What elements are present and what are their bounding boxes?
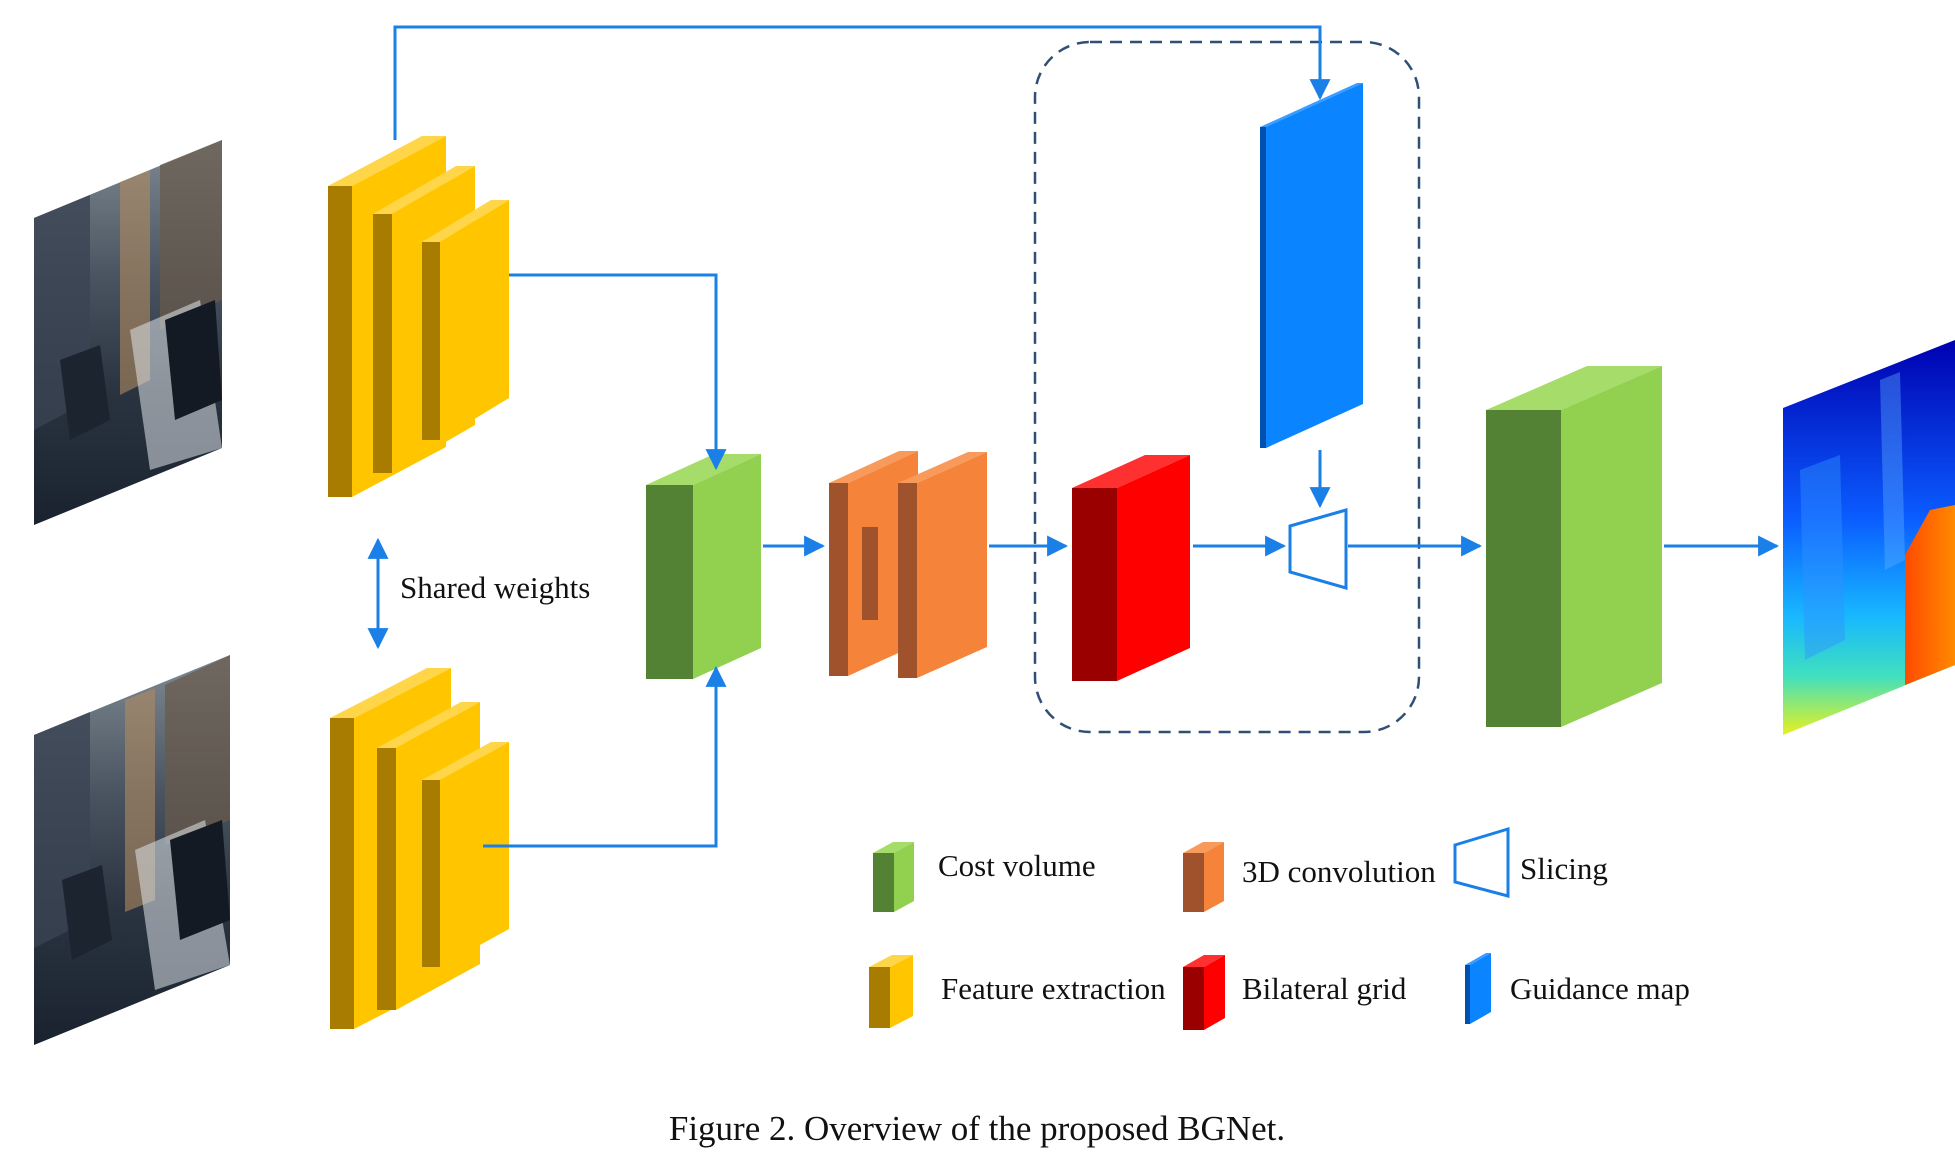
bilateral-grid-block bbox=[1072, 455, 1190, 681]
legend-cost-volume: Cost volume bbox=[873, 842, 1096, 912]
guidance-map-block bbox=[1260, 83, 1363, 448]
shared-weights-label: Shared weights bbox=[400, 570, 590, 605]
figure-caption: Figure 2. Overview of the proposed BGNet… bbox=[669, 1109, 1285, 1148]
legend-feature-extraction: Feature extraction bbox=[869, 955, 1166, 1028]
legend-feature-extraction-label: Feature extraction bbox=[941, 971, 1166, 1006]
legend-cost-volume-label: Cost volume bbox=[938, 848, 1096, 883]
legend: Cost volume 3D convolution Slicing Featu… bbox=[869, 826, 1690, 1030]
disparity-map-output bbox=[1783, 340, 1955, 735]
bilateral-region-outline bbox=[1033, 40, 1421, 734]
legend-slicing-label: Slicing bbox=[1520, 851, 1608, 886]
arrow-bottom-feature-to-cost bbox=[483, 665, 727, 848]
arrow-top-feature-to-cost bbox=[509, 273, 727, 471]
left-input-image bbox=[34, 140, 222, 525]
feature-extraction-bottom bbox=[330, 668, 509, 1029]
legend-bilateral-grid-label: Bilateral grid bbox=[1242, 971, 1407, 1006]
legend-bilateral-grid: Bilateral grid bbox=[1183, 955, 1407, 1030]
3d-convolution-block bbox=[829, 451, 987, 678]
feature-extraction-top bbox=[328, 136, 509, 497]
flow-arrows bbox=[393, 25, 1780, 848]
output-volume-block bbox=[1486, 366, 1662, 727]
legend-slicing: Slicing bbox=[1453, 826, 1608, 898]
arrow-top-skip-to-guidance bbox=[393, 25, 1331, 140]
slicing-block bbox=[1288, 508, 1348, 590]
legend-guidance-map-label: Guidance map bbox=[1510, 971, 1690, 1006]
legend-3d-convolution-label: 3D convolution bbox=[1242, 854, 1436, 889]
right-input-image bbox=[34, 655, 230, 1045]
cost-volume-block bbox=[646, 454, 761, 679]
legend-guidance-map: Guidance map bbox=[1465, 953, 1690, 1024]
legend-3d-convolution: 3D convolution bbox=[1183, 842, 1436, 912]
